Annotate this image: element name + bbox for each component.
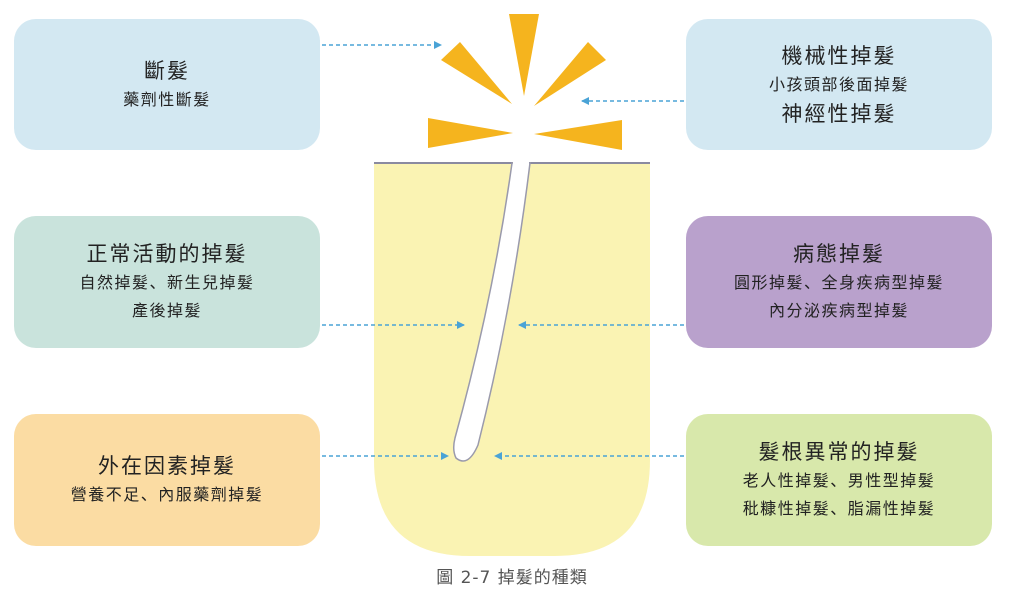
figure-caption: 圖 2-7 掉髮的種類: [436, 568, 588, 588]
hair-breakage-line-1: 藥劑性斷髮: [123, 89, 211, 109]
mechanical-hair-loss-box: 機械性掉髮 小孩頭部後面掉髮 神經性掉髮: [686, 19, 992, 150]
external-factor-hair-loss-title: 外在因素掉髮: [98, 454, 236, 478]
connector-arrows: [322, 41, 684, 460]
hair-breakage-title: 斷髮: [144, 58, 190, 83]
normal-hair-loss-line-1: 自然掉髮、新生兒掉髮: [79, 273, 255, 292]
hair-breakage-box: 斷髮 藥劑性斷髮: [14, 19, 320, 150]
neurogenic-hair-loss-title: 神經性掉髮: [781, 101, 897, 126]
normal-hair-loss-title: 正常活動的掉髮: [86, 242, 248, 266]
root-abnormal-hair-loss-box: 髮根異常的掉髮 老人性掉髮、男性型掉髮 秕糠性掉髮、脂漏性掉髮: [686, 414, 992, 546]
pathological-hair-loss-title: 病態掉髮: [793, 242, 885, 266]
normal-hair-loss-line-2: 產後掉髮: [131, 301, 202, 320]
pathological-hair-loss-line-2: 內分泌疾病型掉髮: [768, 301, 909, 320]
breakage-burst-icon: [428, 14, 622, 150]
pathological-hair-loss-box: 病態掉髮 圓形掉髮、全身疾病型掉髮 內分泌疾病型掉髮: [686, 216, 992, 348]
normal-hair-loss-box: 正常活動的掉髮 自然掉髮、新生兒掉髮 產後掉髮: [14, 216, 320, 348]
external-factor-hair-loss-box: 外在因素掉髮 營養不足、內服藥劑掉髮: [14, 414, 320, 546]
hair-strand: [452, 162, 531, 462]
root-abnormal-hair-loss-line-1: 老人性掉髮、男性型掉髮: [742, 471, 936, 490]
root-abnormal-hair-loss-line-2: 秕糠性掉髮、脂漏性掉髮: [742, 499, 936, 518]
mechanical-hair-loss-title: 機械性掉髮: [781, 43, 897, 68]
mechanical-hair-loss-line-1: 小孩頭部後面掉髮: [768, 74, 909, 94]
external-factor-hair-loss-line-1: 營養不足、內服藥劑掉髮: [70, 485, 264, 504]
root-abnormal-hair-loss-title: 髮根異常的掉髮: [758, 440, 920, 464]
pathological-hair-loss-line-1: 圓形掉髮、全身疾病型掉髮: [733, 273, 944, 292]
